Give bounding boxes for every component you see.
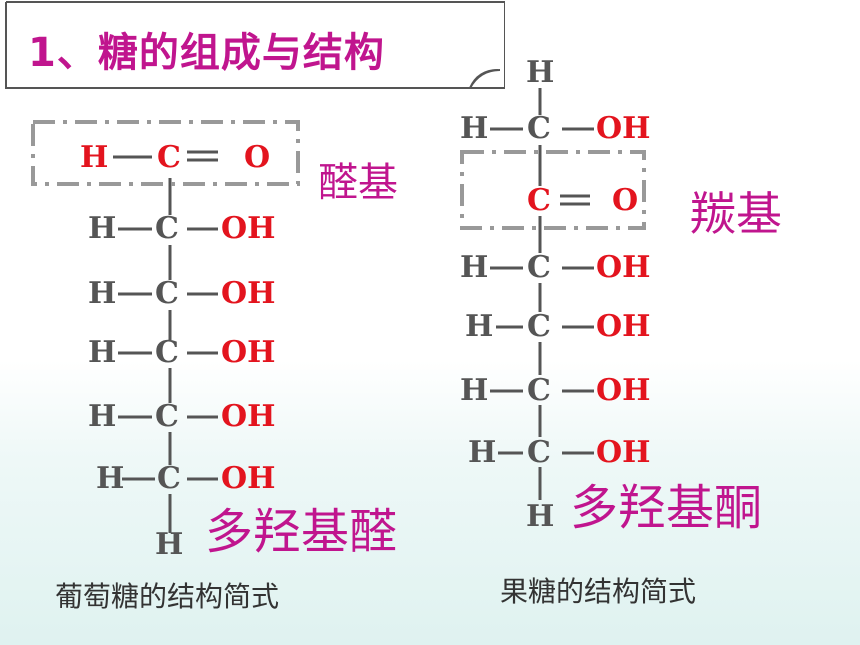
fructose-row3-oh: OH (596, 309, 651, 344)
carbonyl-group-label: 羰基 (690, 187, 782, 241)
glucose-row1-oh: OH (221, 211, 276, 246)
page-title: 1、糖的组成与结构 (28, 30, 385, 76)
fructose-row4-c: C (527, 373, 551, 408)
glucose-row2-c: C (155, 276, 179, 311)
glucose-row3-oh: OH (221, 335, 276, 370)
aldehyde-group-label: 醛基 (318, 160, 398, 206)
glucose-row5-oh: OH (221, 461, 276, 496)
fructose-bottom-h: H (526, 499, 555, 534)
fructose-row2-c: C (527, 250, 551, 285)
polyhydroxy-ketone-label: 多羟基酮 (570, 480, 763, 536)
fructose-row4-oh: OH (596, 373, 651, 408)
glucose-row4-h: H (88, 399, 117, 434)
glucose-row3-c: C (155, 335, 179, 370)
fructose-row2-oh: OH (596, 250, 651, 285)
fructose-row3-h: H (465, 309, 494, 344)
fructose-carbonyl-c: C (527, 183, 551, 218)
fructose-row2-h: H (460, 250, 489, 285)
glucose-aldehyde-c: C (157, 140, 181, 175)
fructose-row5-c: C (527, 435, 551, 470)
fructose-carbonyl-o: O (612, 183, 639, 218)
glucose-aldehyde-h: H (80, 140, 109, 175)
fructose-top-h: H (526, 55, 555, 90)
glucose-bottom-h: H (155, 527, 184, 562)
polyhydroxy-aldehyde-label: 多羟基醛 (205, 504, 398, 560)
glucose-row1-c: C (155, 211, 179, 246)
background-decoration (0, 360, 860, 645)
glucose-row2-oh: OH (221, 276, 276, 311)
fructose-row3-c: C (527, 309, 551, 344)
glucose-row4-oh: OH (221, 399, 276, 434)
glucose-caption: 葡萄糖的结构简式 (55, 580, 280, 613)
glucose-row1-h: H (88, 211, 117, 246)
fructose-row5-oh: OH (596, 435, 651, 470)
glucose-row4-c: C (155, 399, 179, 434)
glucose-row5-h: H (96, 461, 125, 496)
fructose-row5-h: H (468, 435, 497, 470)
glucose-row5-c: C (157, 461, 181, 496)
fructose-row1-c: C (527, 111, 551, 146)
title-scroll-frame (5, 1, 505, 89)
fructose-row4-h: H (460, 373, 489, 408)
glucose-aldehyde-o: O (244, 140, 271, 175)
fructose-row1-h: H (460, 111, 489, 146)
glucose-row3-h: H (88, 335, 117, 370)
fructose-caption: 果糖的结构简式 (500, 575, 697, 608)
fructose-row1-oh: OH (596, 111, 651, 146)
glucose-row2-h: H (88, 276, 117, 311)
